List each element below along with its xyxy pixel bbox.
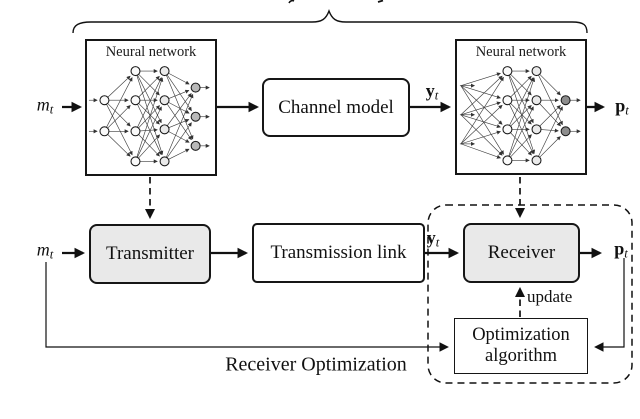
cropped-text-fragment <box>288 0 295 4</box>
feedback-p-to-optimizer <box>594 258 625 352</box>
m-t-label-row1: mt <box>36 94 54 117</box>
neural-network-left-title: Neural network <box>105 44 197 60</box>
update-label: update <box>527 287 573 306</box>
optimization-label-line2: algorithm <box>485 346 557 366</box>
neural-network-right-graphic <box>459 66 581 166</box>
feedback-m-to-optimizer <box>45 262 449 352</box>
transmission-link-label: Transmission link <box>270 242 407 263</box>
optimization-algorithm-box: Optimization algorithm <box>454 318 588 374</box>
main-arrows <box>62 101 606 259</box>
receiver-label: Receiver <box>487 242 556 263</box>
figure-caption: Receiver Optimization <box>225 353 407 376</box>
p-t-label-row1: pt <box>615 95 629 118</box>
transmission-link-box: Transmission link <box>252 223 425 283</box>
m-t-label-row2: mt <box>36 239 54 262</box>
receiver-box: Receiver <box>463 223 580 283</box>
optimization-label-line1: Optimization <box>472 324 570 345</box>
channel-model-box: Channel model <box>262 78 410 137</box>
top-brace <box>72 9 588 34</box>
y-t-label-row1: yt <box>425 80 439 103</box>
cropped-text-fragment <box>377 0 384 3</box>
p-t-label-row2: pt <box>614 238 628 261</box>
neural-network-left-box: Neural network <box>85 39 217 176</box>
y-t-label-row2: yt <box>426 227 440 250</box>
dashed-links <box>144 177 526 317</box>
channel-model-label: Channel model <box>278 96 394 118</box>
neural-network-right-title: Neural network <box>475 44 567 60</box>
neural-network-right-box: Neural network <box>455 39 587 175</box>
transmitter-box: Transmitter <box>89 224 211 284</box>
transmitter-label: Transmitter <box>106 243 194 264</box>
receiver-optimization-region <box>427 204 633 384</box>
neural-network-left-graphic <box>88 66 210 167</box>
